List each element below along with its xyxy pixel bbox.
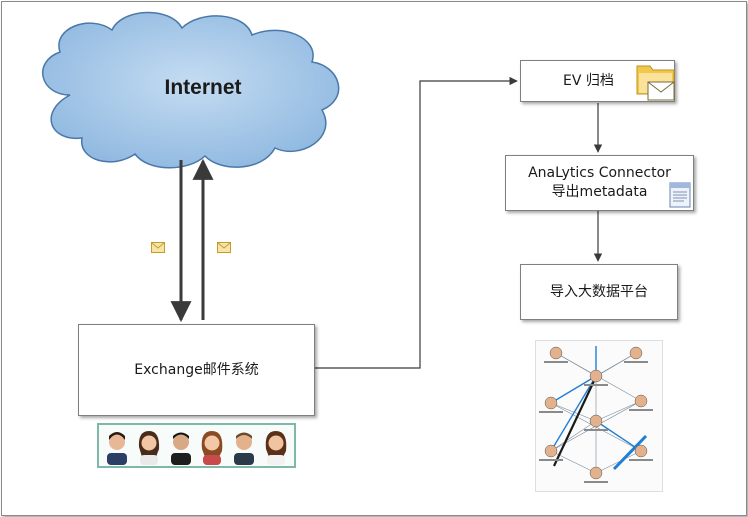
analytics-connector-box: AnaLytics Connector 导出metadata (505, 155, 694, 211)
avatar-icon (106, 431, 127, 465)
analytics-subtitle: 导出metadata (551, 184, 648, 200)
document-icon (669, 182, 691, 208)
analytics-title: AnaLytics Connector (528, 165, 671, 181)
avatar-icon (234, 432, 255, 465)
avatar-icon (265, 430, 287, 465)
user-avatars-strip (97, 423, 296, 468)
avatar-icon (202, 430, 223, 465)
ev-archive-label: EV 归档 (563, 72, 614, 89)
bigdata-label: 导入大数据平台 (550, 283, 648, 300)
envelope-icon (151, 242, 165, 253)
exchange-mail-system-box: Exchange邮件系统 (78, 324, 315, 416)
avatar-icon (170, 432, 191, 465)
avatar-icon (138, 430, 159, 465)
connector-exchange-to-ev (314, 76, 518, 369)
exchange-label: Exchange邮件系统 (134, 361, 259, 378)
folder-envelope-icon (636, 65, 675, 101)
network-graph-canvas (539, 346, 653, 483)
envelope-icon (217, 242, 231, 253)
social-network-graph (535, 340, 663, 492)
internet-cloud (42, 11, 340, 169)
bigdata-platform-box: 导入大数据平台 (520, 264, 678, 320)
internet-label: Internet (164, 76, 242, 99)
